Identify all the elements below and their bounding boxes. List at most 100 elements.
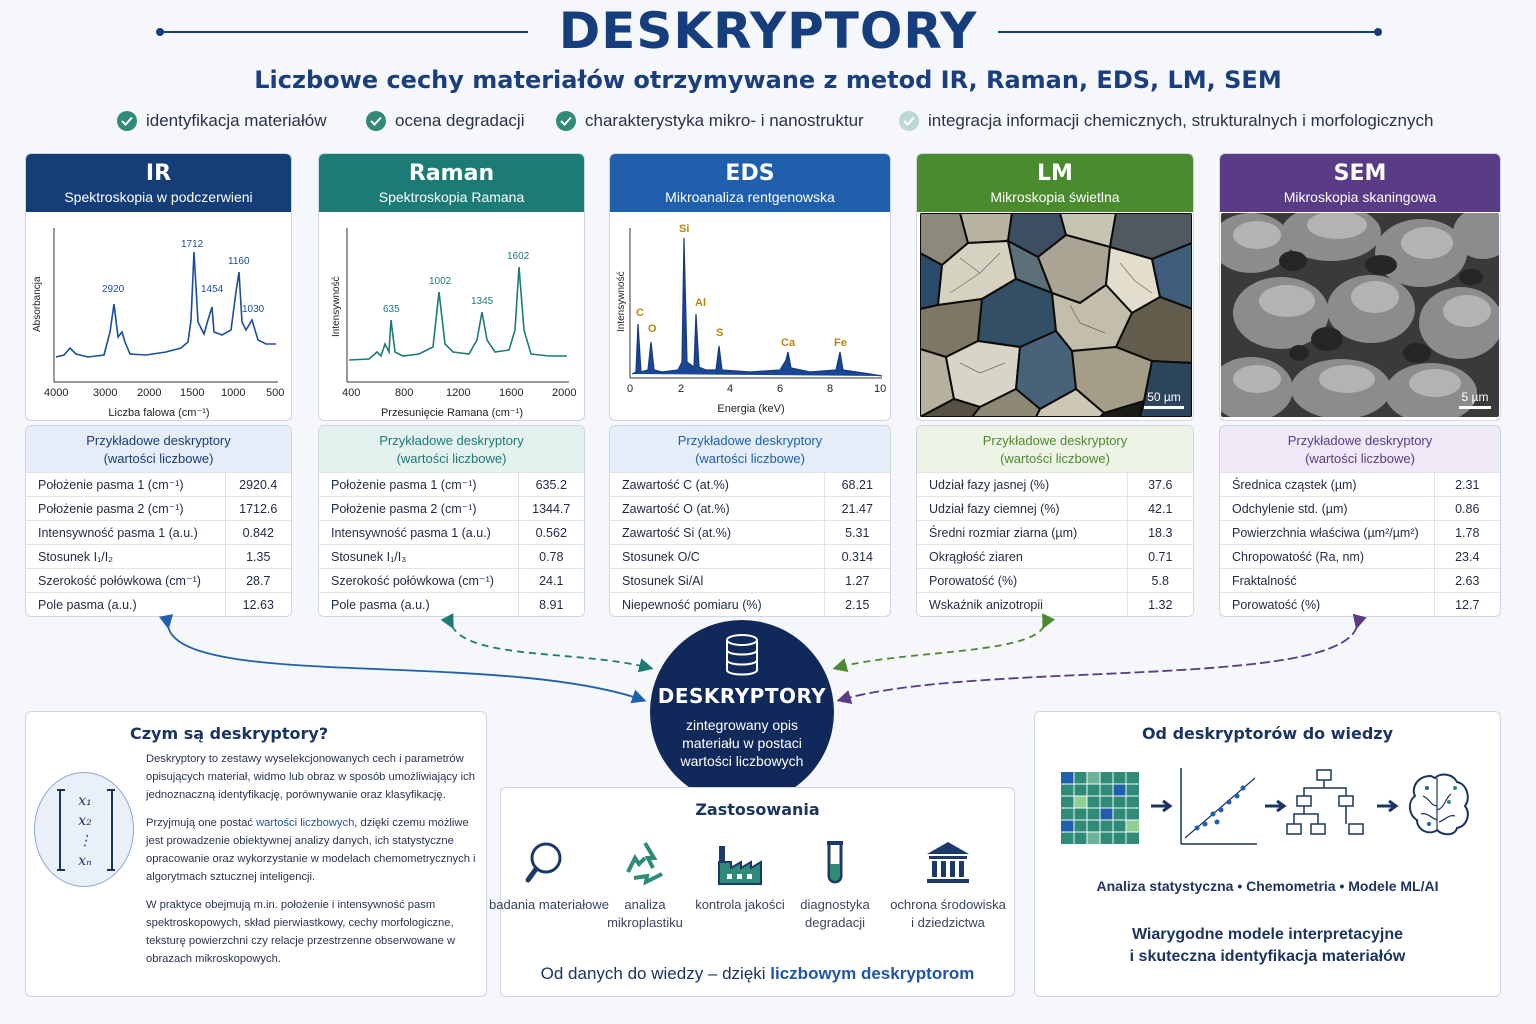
definition-paragraph: W praktyce obejmują m.in. położenie i in… <box>146 899 456 965</box>
table-row: Powierzchnia właściwa (µm²/µm²)1.78 <box>1220 520 1500 545</box>
table-row: Położenie pasma 1 (cm⁻¹)635.2 <box>319 472 584 497</box>
method-tags: Analiza statystyczna • Chemometria • Mod… <box>1096 878 1439 894</box>
database-icon <box>726 634 758 676</box>
axis-ylabel: Intensywność <box>331 276 342 337</box>
definition-panel: Czym są deskryptory? x₁ x₂ ⋮ xₙ Deskrypt… <box>25 711 487 997</box>
row-value: 23.4 <box>1433 544 1500 569</box>
x-tick: 2000 <box>552 387 576 399</box>
row-value: 0.71 <box>1126 544 1193 569</box>
descriptor-title: Przykładowe deskryptory <box>379 433 524 448</box>
descriptor-subtitle: (wartości liczbowe) <box>695 451 805 466</box>
table-row: Intensywność pasma 1 (a.u.)0.842 <box>26 520 291 545</box>
application-item: diagnostyka degradacji <box>775 838 895 932</box>
table-row: Położenie pasma 2 (cm⁻¹)1344.7 <box>319 496 584 521</box>
definition-paragraph: Deskryptory to zestawy wyselekcjonowanyc… <box>146 753 475 801</box>
peak-label: 1002 <box>429 276 452 287</box>
table-row: Chropowatość (Ra, nm)23.4 <box>1220 544 1500 569</box>
row-value: 12.7 <box>1433 592 1500 616</box>
row-label: Położenie pasma 1 (cm⁻¹) <box>26 472 225 497</box>
row-value: 37.6 <box>1126 472 1193 497</box>
table-row: Porowatość (%)5.8 <box>917 568 1193 593</box>
row-label: Intensywność pasma 1 (a.u.) <box>26 520 225 545</box>
row-value: 2.31 <box>1433 472 1500 497</box>
scale-bar: 5 µm <box>1459 390 1491 409</box>
row-value: 0.86 <box>1433 496 1500 521</box>
pipeline-illustration <box>1061 768 1469 845</box>
row-label: Fraktalność <box>1220 568 1434 593</box>
method-abbr: Raman <box>408 161 495 186</box>
application-item: kontrola jakości <box>680 838 800 914</box>
goals-row: identyfikacja materiałów ocena degradacj… <box>0 111 1536 135</box>
museum-icon <box>927 842 969 883</box>
hub-title: DESKRYPTORY <box>657 684 827 708</box>
row-label: Położenie pasma 1 (cm⁻¹) <box>319 472 518 497</box>
row-value: 0.78 <box>517 544 584 569</box>
table-row: Udział fazy ciemnej (%)42.1 <box>917 496 1193 521</box>
descriptor-header: Przykładowe deskryptory (wartości liczbo… <box>1220 426 1500 472</box>
table-row: Szerokość połówkowa (cm⁻¹)24.1 <box>319 568 584 593</box>
x-tick: 10 <box>874 383 886 395</box>
application-item: analiza mikroplastiku <box>585 838 705 932</box>
descriptor-subtitle: (wartości liczbowe) <box>103 451 214 466</box>
application-item: badania materiałowe <box>489 838 609 914</box>
x-tick: 500 <box>266 387 284 399</box>
row-value: 2.15 <box>823 592 890 616</box>
data-matrix-icon <box>1061 772 1139 844</box>
lm-micrograph: 50 µm <box>920 213 1192 417</box>
row-label: Intensywność pasma 1 (a.u.) <box>319 520 518 545</box>
title-rule-left <box>160 31 528 33</box>
row-value: 1.78 <box>1433 520 1500 545</box>
x-tick: 4000 <box>44 387 68 399</box>
vector-illustration: x₁ x₂ ⋮ xₙ <box>34 772 134 887</box>
x-tick: 4 <box>727 383 733 395</box>
element-label: Si <box>679 223 689 235</box>
title-rule-dot-left <box>156 28 164 36</box>
method-abbr: SEM <box>1333 161 1387 186</box>
application-label: analiza mikroplastiku <box>607 897 683 930</box>
descriptor-subtitle: (wartości liczbowe) <box>1000 451 1110 466</box>
row-value: 0.842 <box>224 520 291 545</box>
method-abbr: LM <box>1037 161 1073 186</box>
table-row: Średnica cząstek (µm)2.31 <box>1220 472 1500 497</box>
x-tick: 1000 <box>221 387 245 399</box>
application-item: ochrona środowiska i dziedzictwa <box>888 838 1008 932</box>
knowledge-title: Od deskryptorów do wiedzy <box>1141 724 1394 743</box>
application-label: ochrona środowiska i dziedzictwa <box>890 897 1006 930</box>
descriptors-hub: DESKRYPTORY zintegrowany opis materiału … <box>650 620 834 804</box>
ir-card-header: IR Spektroskopia w podczerwieni <box>26 154 291 212</box>
x-tick: 2000 <box>137 387 161 399</box>
table-row: Średni rozmiar ziarna (µm)18.3 <box>917 520 1193 545</box>
text-run: Przyjmują one postać <box>146 817 257 829</box>
conclusion-line: i skuteczna identyfikacja materiałów <box>1129 948 1406 965</box>
row-label: Położenie pasma 2 (cm⁻¹) <box>319 496 518 521</box>
row-label: Niepewność pomiaru (%) <box>610 592 824 616</box>
descriptor-subtitle: (wartości liczbowe) <box>1305 451 1415 466</box>
row-label: Położenie pasma 2 (cm⁻¹) <box>26 496 225 521</box>
descriptor-subtitle: (wartości liczbowe) <box>396 451 507 466</box>
x-tick: 400 <box>342 387 360 399</box>
x-tick: 800 <box>395 387 413 399</box>
row-label: Stosunek O/C <box>610 544 824 569</box>
page-title: DESKRYPTORY <box>558 2 978 60</box>
row-label: Stosunek I₁/I₂ <box>26 544 225 569</box>
row-label: Średni rozmiar ziarna (µm) <box>917 520 1127 545</box>
row-label: Porowatość (%) <box>1220 592 1434 616</box>
row-label: Porowatość (%) <box>917 568 1127 593</box>
method-name: Spektroskopia w podczerwieni <box>64 189 253 205</box>
eds-card: EDS Mikroanaliza rentgenowska Intensywno… <box>609 153 891 421</box>
decision-tree-icon <box>1286 769 1364 835</box>
row-value: 18.3 <box>1126 520 1193 545</box>
vector-element: x₂ <box>78 813 92 829</box>
row-label: Szerokość połówkowa (cm⁻¹) <box>26 568 225 593</box>
ir-card: IR Spektroskopia w podczerwieni Absorban… <box>25 153 292 421</box>
sem-card-header: SEM Mikroskopia skaningowa <box>1220 154 1500 212</box>
goal-label: ocena degradacji <box>395 111 525 130</box>
row-value: 21.47 <box>823 496 890 521</box>
scatter-plot-icon <box>1180 768 1257 845</box>
element-label: Ca <box>781 337 796 349</box>
